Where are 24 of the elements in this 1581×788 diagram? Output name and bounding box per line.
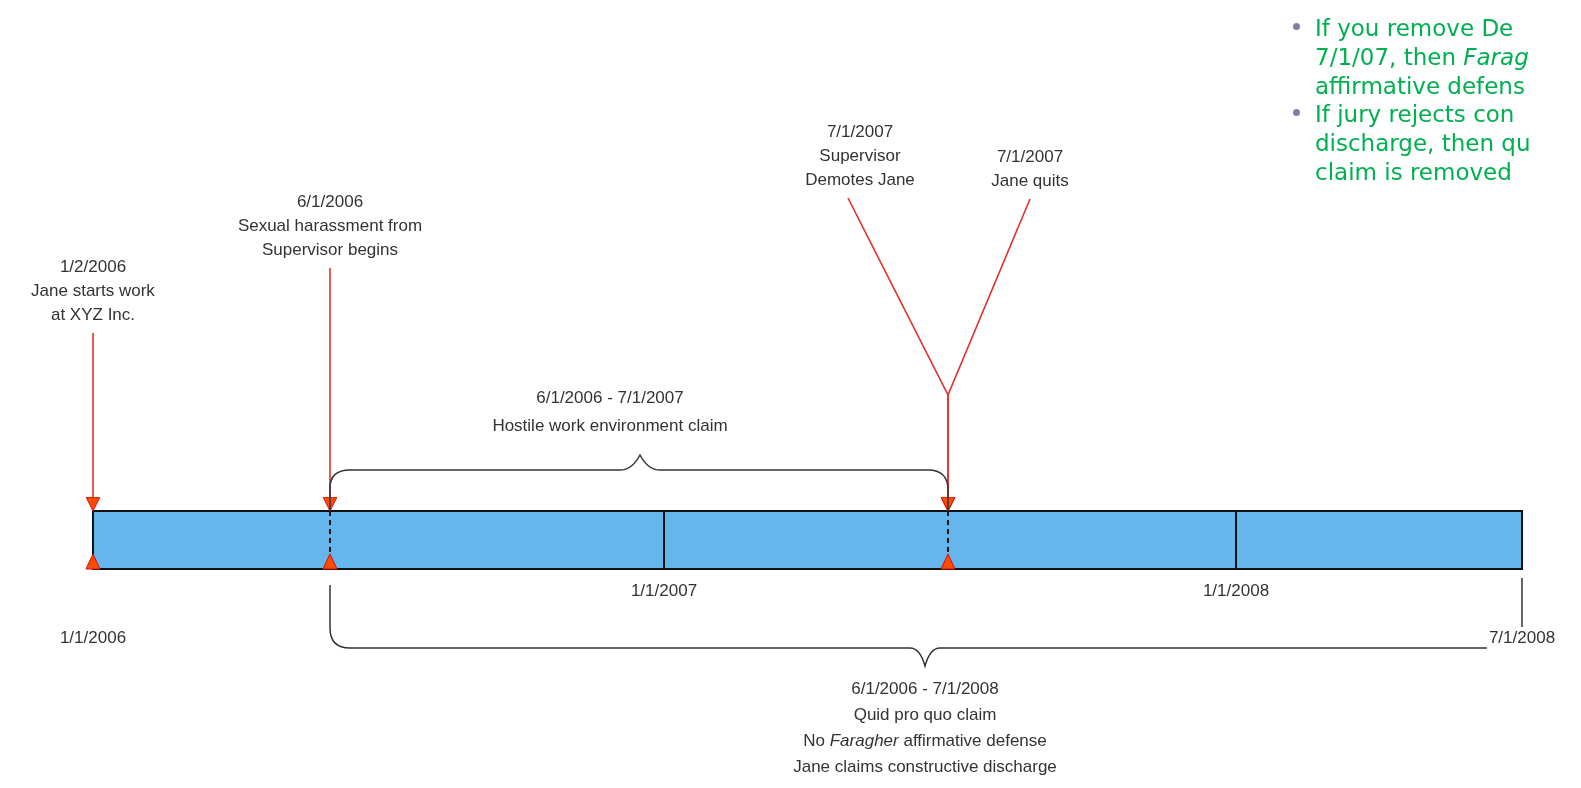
event-description: Jane quits — [991, 170, 1069, 192]
date-range: 6/1/2006 - 7/1/2008 — [851, 678, 999, 700]
event-description: Supervisor Demotes Jane — [804, 145, 916, 191]
tick-label: 1/1/2008 — [1202, 580, 1270, 602]
tick-label: 1/1/2006 — [59, 627, 127, 649]
tick-label: 7/1/2008 — [1486, 627, 1558, 649]
leader-line — [85, 332, 101, 512]
note-text: If jury rejects con discharge, then qu claim is removed — [1315, 100, 1532, 187]
date-range: 6/1/2006 - 7/1/2007 — [536, 387, 684, 409]
event-date: 7/1/2007 — [825, 121, 895, 143]
event-description: Sexual harassment from Supervisor begins — [236, 215, 424, 261]
note-text: If you remove De 7/1/07, then Farag affirmative defens — [1315, 14, 1530, 101]
leader-line — [322, 267, 338, 512]
leader-line — [940, 198, 1031, 512]
event-description: Jane starts work at XYZ Inc. — [30, 280, 156, 326]
claim-label: Hostile work environment claim — [492, 415, 728, 437]
claim-note: Jane claims constructive discharge — [793, 756, 1057, 778]
event-date: 1/2/2006 — [58, 256, 128, 278]
event-date: 6/1/2006 — [295, 191, 365, 213]
event-date: 7/1/2007 — [995, 146, 1065, 168]
claim-note: No Faragher affirmative defense — [803, 730, 1047, 752]
timeline-bar — [85, 510, 1523, 570]
claim-label: Quid pro quo claim — [853, 704, 997, 726]
tick-label: 1/1/2007 — [630, 580, 698, 602]
